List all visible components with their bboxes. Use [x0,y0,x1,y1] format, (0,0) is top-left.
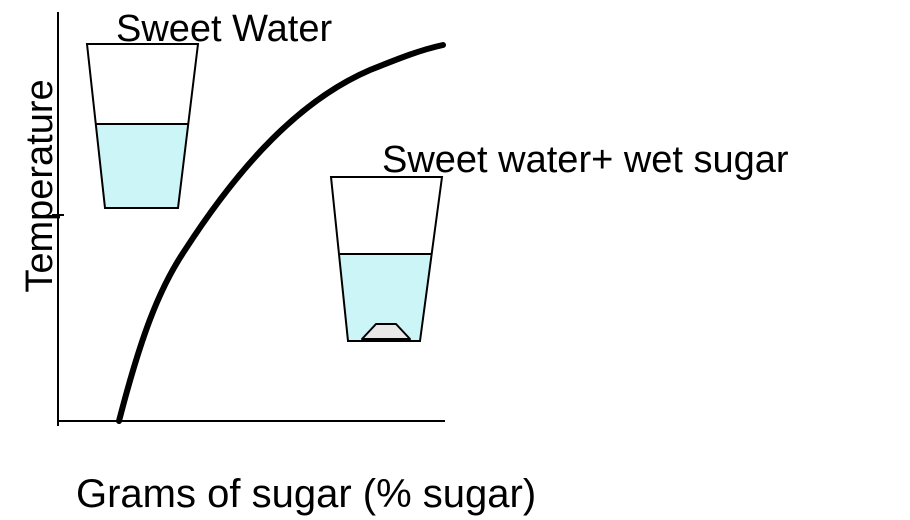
region-label-sweet-water: Sweet Water [116,8,332,50]
x-axis-label: Grams of sugar (% sugar) [76,472,536,516]
y-axis-label: Temperature [19,79,61,292]
right-glass-water [340,254,432,341]
region-label-sweet-water-wet-sugar: Sweet water+ wet sugar [382,139,789,181]
solubility-curve [116,42,446,424]
axes [52,12,445,426]
right-glass-outline [329,176,444,342]
left-glass-outline [85,43,200,209]
glass-of-sweet-water-icon [85,43,200,209]
glass-with-wet-sugar-icon [329,176,444,342]
wet-sugar-pile [361,323,411,340]
left-glass-water [96,124,188,208]
